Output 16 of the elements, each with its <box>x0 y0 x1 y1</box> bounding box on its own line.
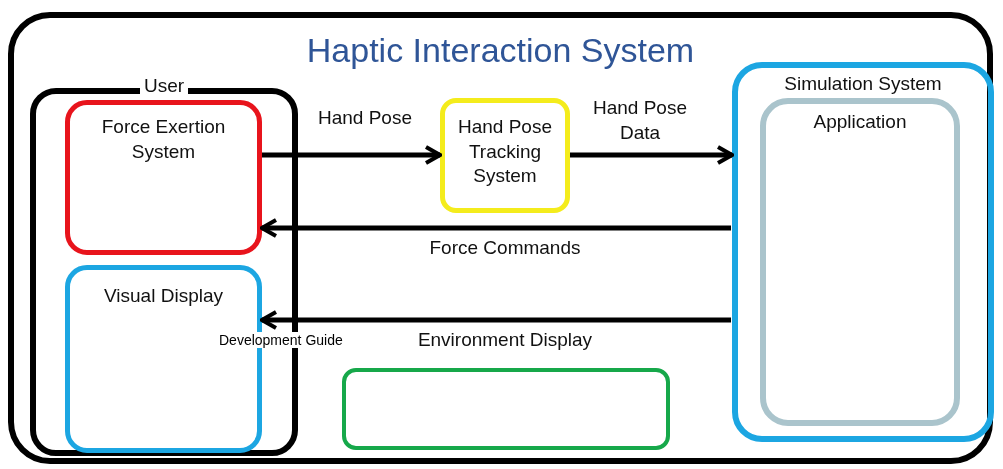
application-box <box>760 98 960 426</box>
empty-box <box>342 368 670 450</box>
note-text: Development Guide <box>217 332 345 348</box>
arrow <box>570 145 734 165</box>
arrow <box>260 218 731 238</box>
simulation-group-box <box>732 62 994 442</box>
process-box <box>65 100 262 255</box>
node-label: Force Exertion System <box>101 116 226 162</box>
node-label: Hand Pose Tracking System <box>458 116 552 187</box>
arrow <box>262 145 442 165</box>
process-box <box>440 98 570 213</box>
node-heading: Haptic Interaction System <box>306 31 695 69</box>
group-heading: Simulation System <box>784 73 942 94</box>
node-label: Application <box>813 111 907 132</box>
arrow <box>260 310 731 330</box>
node-label: Visual Display <box>104 285 223 306</box>
